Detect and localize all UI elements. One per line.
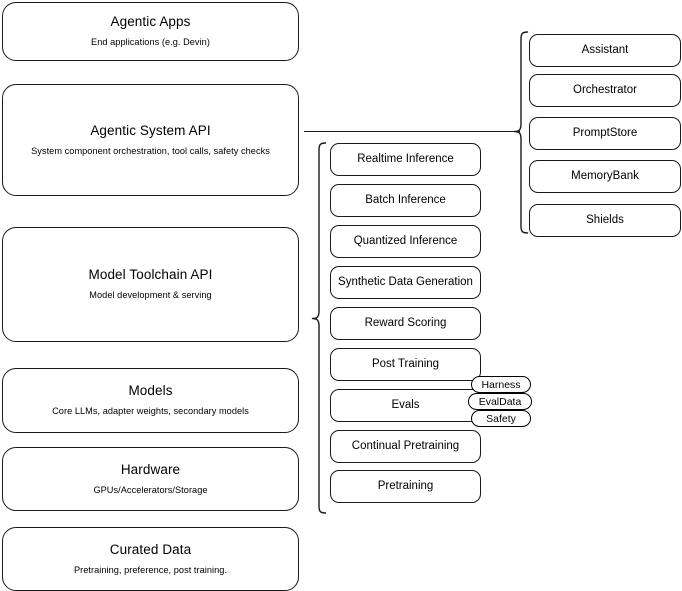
layer-title: Models — [128, 383, 173, 399]
component-box-orchestrator[interactable]: Orchestrator — [529, 74, 681, 107]
layer-box-curated-data[interactable]: Curated Data Pretraining, preference, po… — [2, 527, 299, 591]
layer-title: Agentic Apps — [110, 14, 191, 30]
layer-box-agentic-system-api[interactable]: Agentic System API System component orch… — [2, 84, 299, 196]
layer-title: Agentic System API — [90, 122, 211, 138]
component-box-promptstore[interactable]: PromptStore — [529, 117, 681, 150]
brace-agentic-system-components — [513, 31, 529, 234]
layer-subtitle: Pretraining, preference, post training. — [73, 564, 228, 575]
layer-subtitle: System component orchestration, tool cal… — [31, 145, 270, 156]
toolchain-box-post-training[interactable]: Post Training — [330, 348, 481, 381]
eval-pill-evaldata[interactable]: EvalData — [468, 393, 532, 410]
layer-subtitle: End applications (e.g. Devin) — [91, 37, 210, 48]
component-label: MemoryBank — [571, 170, 639, 183]
brace-toolchain-components — [311, 142, 327, 515]
layer-title: Model Toolchain API — [88, 267, 213, 283]
toolchain-box-pretraining[interactable]: Pretraining — [330, 470, 481, 503]
toolchain-label: Reward Scoring — [364, 317, 447, 330]
layer-box-agentic-apps[interactable]: Agentic Apps End applications (e.g. Devi… — [2, 2, 299, 61]
toolchain-box-synthetic-data-generation[interactable]: Synthetic Data Generation — [330, 266, 481, 299]
component-label: Assistant — [581, 44, 629, 57]
eval-pill-label: EvalData — [478, 395, 522, 408]
component-box-shields[interactable]: Shields — [529, 204, 681, 237]
layer-box-hardware[interactable]: Hardware GPUs/Accelerators/Storage — [2, 447, 299, 511]
toolchain-box-realtime-inference[interactable]: Realtime Inference — [330, 143, 481, 176]
component-label: Shields — [586, 214, 624, 227]
layer-box-model-toolchain-api[interactable]: Model Toolchain API Model development & … — [2, 227, 299, 342]
layer-title: Curated Data — [109, 541, 192, 557]
toolchain-box-reward-scoring[interactable]: Reward Scoring — [330, 307, 481, 340]
layer-subtitle: GPUs/Accelerators/Storage — [93, 484, 208, 495]
eval-pill-label: Safety — [486, 412, 516, 425]
toolchain-label: Batch Inference — [365, 194, 446, 207]
layer-subtitle: Core LLMs, adapter weights, secondary mo… — [52, 406, 249, 417]
layer-title: Hardware — [120, 461, 181, 477]
component-box-memorybank[interactable]: MemoryBank — [529, 160, 681, 193]
toolchain-box-evals[interactable]: Evals — [330, 389, 481, 422]
connector-agentic-system-api-to-components — [304, 131, 520, 133]
toolchain-box-continual-pretraining[interactable]: Continual Pretraining — [330, 430, 481, 463]
toolchain-label: Post Training — [371, 358, 440, 371]
toolchain-label: Synthetic Data Generation — [338, 276, 473, 289]
component-box-assistant[interactable]: Assistant — [529, 34, 681, 67]
toolchain-label: Evals — [391, 399, 420, 412]
toolchain-label: Pretraining — [377, 480, 434, 493]
component-label: Orchestrator — [573, 84, 637, 97]
toolchain-label: Continual Pretraining — [351, 440, 460, 453]
eval-pill-label: Harness — [481, 378, 521, 391]
toolchain-label: Realtime Inference — [357, 153, 454, 166]
component-label: PromptStore — [572, 127, 638, 140]
toolchain-label: Quantized Inference — [353, 235, 458, 248]
toolchain-box-batch-inference[interactable]: Batch Inference — [330, 184, 481, 217]
toolchain-box-quantized-inference[interactable]: Quantized Inference — [330, 225, 481, 258]
layer-box-models[interactable]: Models Core LLMs, adapter weights, secon… — [2, 368, 299, 433]
layer-subtitle: Model development & serving — [89, 290, 212, 301]
eval-pill-safety[interactable]: Safety — [471, 410, 531, 427]
eval-pill-harness[interactable]: Harness — [471, 376, 531, 393]
